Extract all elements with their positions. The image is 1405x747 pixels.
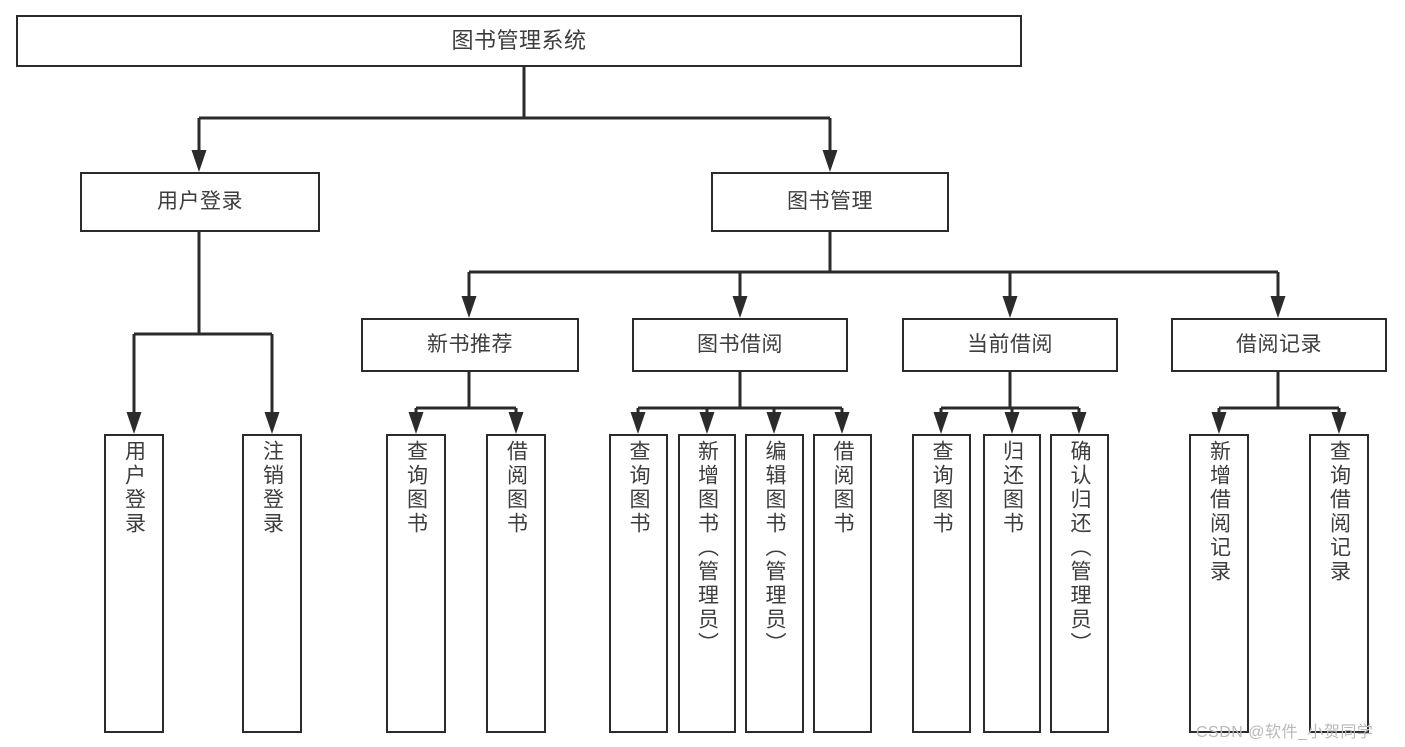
root-to-level1-arrowhead-0 <box>191 150 207 172</box>
node-label: 新书推荐 <box>427 332 513 356</box>
node-l3-b-add[interactable]: 新增图书（管理员） <box>678 434 736 733</box>
node-l3-r-query[interactable]: 查询借阅记录 <box>1309 434 1369 733</box>
node-label: 图书借阅 <box>697 332 783 356</box>
node-l3-r-add[interactable]: 新增借阅记录 <box>1189 434 1249 733</box>
node-label: 新增图书（管理员） <box>695 440 719 656</box>
node-label: 查询图书 <box>627 440 651 536</box>
node-l2-borrow[interactable]: 图书借阅 <box>632 318 848 372</box>
node-label: 确认归还（管理员） <box>1068 440 1092 656</box>
borrow-to-leaves-arrowhead-1 <box>699 412 715 434</box>
node-l3-new-borrow[interactable]: 借阅图书 <box>486 434 546 733</box>
node-l3-b-edit[interactable]: 编辑图书（管理员） <box>745 434 804 733</box>
new-book-to-leaves-arrowhead-0 <box>408 412 424 434</box>
node-label: 借阅图书 <box>504 440 528 536</box>
book-manage-to-level2-arrowhead-1 <box>732 296 748 318</box>
node-label: 归还图书 <box>1000 440 1024 536</box>
current-to-leaves-arrowhead-0 <box>933 412 949 434</box>
node-label: 当前借阅 <box>967 332 1053 356</box>
node-l3-new-query[interactable]: 查询图书 <box>386 434 446 733</box>
node-label: 借阅图书 <box>831 440 855 536</box>
current-to-leaves-arrowhead-2 <box>1071 412 1087 434</box>
record-to-leaves-arrowhead-0 <box>1211 412 1227 434</box>
node-label: 注销登录 <box>260 440 284 536</box>
node-l3-user-login[interactable]: 用户登录 <box>104 434 164 733</box>
node-l3-b-query[interactable]: 查询图书 <box>609 434 668 733</box>
book-manage-to-level2-arrowhead-3 <box>1270 296 1286 318</box>
borrow-to-leaves-arrowhead-3 <box>834 412 850 434</box>
book-manage-to-level2-arrowhead-2 <box>1002 296 1018 318</box>
new-book-to-leaves-arrowhead-1 <box>508 412 524 434</box>
node-l2-current[interactable]: 当前借阅 <box>902 318 1118 372</box>
root-to-level1-arrowhead-1 <box>822 150 838 172</box>
node-label: 用户登录 <box>157 189 243 213</box>
node-root[interactable]: 图书管理系统 <box>16 15 1022 67</box>
watermark-text: CSDN @软件_小贺同学 <box>1196 724 1374 741</box>
node-l3-c-query[interactable]: 查询图书 <box>912 434 971 733</box>
node-label: 借阅记录 <box>1236 332 1322 356</box>
current-to-leaves-arrowhead-1 <box>1004 412 1020 434</box>
node-l1-book[interactable]: 图书管理 <box>711 172 949 232</box>
node-label: 编辑图书（管理员） <box>763 440 787 656</box>
record-to-leaves-arrowhead-1 <box>1331 412 1347 434</box>
node-l2-new[interactable]: 新书推荐 <box>361 318 579 372</box>
user-login-to-leaves-arrowhead-1 <box>264 412 280 434</box>
node-l1-user[interactable]: 用户登录 <box>80 172 320 232</box>
node-l3-c-return[interactable]: 归还图书 <box>983 434 1041 733</box>
node-l3-user-logout[interactable]: 注销登录 <box>242 434 302 733</box>
node-label: 新增借阅记录 <box>1207 440 1231 584</box>
node-label: 查询图书 <box>930 440 954 536</box>
node-l3-b-lend[interactable]: 借阅图书 <box>813 434 872 733</box>
user-login-to-leaves-arrowhead-0 <box>126 412 142 434</box>
book-manage-to-level2-arrowhead-0 <box>461 296 477 318</box>
borrow-to-leaves-arrowhead-0 <box>630 412 646 434</box>
node-label: 图书管理系统 <box>451 28 587 54</box>
node-l3-c-confirm[interactable]: 确认归还（管理员） <box>1050 434 1109 733</box>
node-label: 查询图书 <box>404 440 428 536</box>
node-label: 图书管理 <box>787 189 873 213</box>
borrow-to-leaves-arrowhead-2 <box>766 412 782 434</box>
node-label: 用户登录 <box>122 440 146 536</box>
node-label: 查询借阅记录 <box>1327 440 1351 584</box>
node-l2-record[interactable]: 借阅记录 <box>1171 318 1387 372</box>
